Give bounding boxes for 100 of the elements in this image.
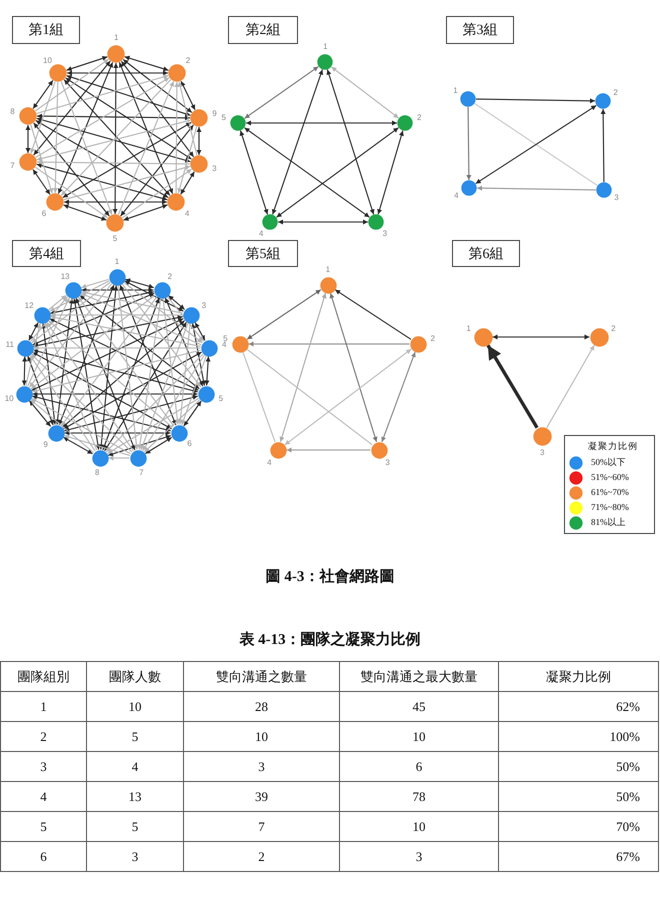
network-node — [168, 64, 186, 82]
arrow — [286, 448, 370, 452]
arrow — [32, 394, 171, 432]
arrow — [30, 124, 54, 194]
node-number: 2 — [430, 335, 435, 343]
table-cell: 78 — [340, 782, 498, 812]
arrow — [32, 169, 50, 195]
arrow — [108, 456, 130, 460]
arrow — [79, 294, 200, 390]
node-number: 6 — [187, 440, 192, 448]
arrow — [486, 344, 539, 429]
arrow — [140, 322, 189, 450]
network-node — [16, 386, 32, 402]
network-node — [34, 306, 50, 324]
arrow — [240, 130, 268, 215]
arrow — [66, 56, 108, 72]
arrow — [63, 436, 93, 454]
arrow — [63, 204, 107, 221]
table-cell: 5 — [86, 722, 184, 752]
arrow — [120, 60, 194, 158]
arrow — [27, 297, 70, 387]
arrow — [168, 295, 185, 310]
arrow — [27, 356, 54, 426]
node-number: 2 — [168, 272, 172, 281]
arrow — [326, 69, 374, 215]
arrow — [37, 114, 190, 120]
arrow — [22, 356, 28, 386]
node-number: 3 — [540, 448, 544, 456]
network-node — [49, 64, 67, 82]
arrow — [46, 322, 134, 452]
table-cell: 2 — [184, 842, 340, 872]
network-node — [317, 54, 333, 70]
network-node — [460, 91, 476, 107]
arrow — [60, 296, 158, 427]
arrow — [183, 400, 202, 426]
arrow — [32, 292, 154, 346]
arrow — [276, 127, 399, 218]
arrow — [107, 398, 199, 454]
node-number: 7 — [10, 162, 15, 170]
arrow — [331, 66, 399, 119]
arrow — [81, 290, 183, 314]
figure-caption: 圖 4-3：社會網路圖 — [266, 568, 394, 586]
arrow — [65, 77, 192, 160]
network-node — [270, 442, 286, 458]
arrow — [26, 125, 30, 153]
arrow — [246, 120, 397, 126]
arrow — [29, 354, 96, 452]
group-label: 第4組 — [12, 240, 81, 267]
group-label: 第5組 — [228, 240, 298, 267]
group-label: 第3組 — [446, 16, 514, 44]
arrow — [248, 342, 410, 346]
arrow — [81, 278, 109, 289]
arrow — [32, 80, 54, 109]
arrow — [31, 398, 131, 454]
connector-line — [246, 348, 373, 446]
arrow — [476, 98, 595, 104]
node-number: 5 — [221, 114, 226, 122]
arrow — [466, 107, 472, 180]
table-cell: 6 — [0, 842, 86, 872]
arrow — [124, 56, 169, 72]
table-cell: 10 — [184, 722, 340, 752]
arrow — [76, 298, 136, 450]
network-node — [106, 214, 124, 232]
table-cell: 50% — [498, 782, 658, 812]
network-node — [64, 282, 82, 298]
arrow — [492, 334, 590, 340]
arrow — [204, 356, 211, 386]
network-node — [16, 340, 34, 356]
table-cell: 10 — [86, 692, 184, 722]
arrow — [64, 430, 170, 436]
group-label: 第1組 — [12, 16, 80, 44]
arrow — [55, 298, 74, 425]
arrow — [246, 289, 322, 340]
table-header: 凝聚力比例 — [498, 662, 658, 692]
node-number: 3 — [614, 194, 619, 202]
arrow — [244, 66, 319, 119]
arrow — [123, 204, 168, 221]
arrow — [177, 126, 198, 194]
node-number: 6 — [42, 210, 46, 218]
arrow — [194, 322, 206, 341]
group-label: 第2組 — [228, 16, 298, 44]
arrow — [80, 292, 202, 346]
arrow — [64, 200, 167, 204]
arrow — [278, 220, 368, 224]
arrow — [180, 171, 195, 195]
node-number: 1 — [453, 86, 458, 95]
table-cell: 10 — [340, 722, 498, 752]
arrow — [66, 74, 191, 116]
arrow — [33, 122, 110, 216]
network-node — [595, 93, 611, 109]
table-cell: 1 — [0, 692, 86, 722]
network-node — [130, 450, 146, 466]
table-header: 團隊人數 — [86, 662, 184, 692]
arrow — [64, 434, 130, 456]
node-number: 9 — [43, 440, 48, 448]
arrow — [28, 322, 39, 341]
node-number: 5 — [112, 235, 118, 243]
node-number: 4 — [222, 341, 226, 350]
arrow — [477, 186, 596, 191]
arrow — [78, 296, 174, 427]
